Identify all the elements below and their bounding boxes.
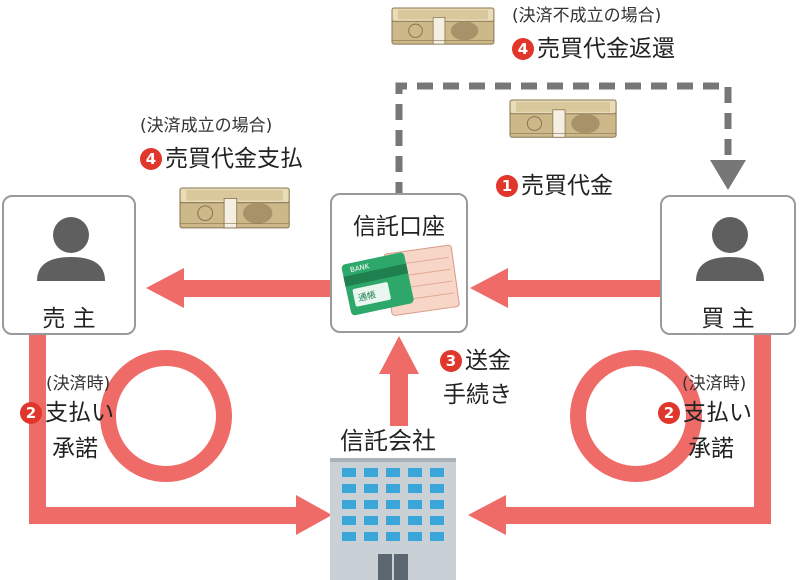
money-stack-icon: [391, 7, 495, 45]
step3-text-1: 送金: [465, 348, 511, 374]
step-number-badge: 3: [440, 350, 462, 372]
step4-fail-note: (決済不成立の場合): [512, 6, 662, 26]
refund-dashed-line: [395, 82, 732, 198]
building-window: [430, 468, 444, 477]
building-window: [430, 484, 444, 493]
buyer-box: 買 主: [660, 195, 796, 335]
approval-ring-left: [100, 350, 232, 482]
building-window: [364, 516, 378, 525]
building-window: [430, 532, 444, 541]
step2-left-text-1: 支払い: [45, 400, 114, 426]
building-window: [342, 468, 356, 477]
step2-left-line2: 承諾: [52, 436, 98, 462]
trust-account-label: 信託口座: [353, 214, 445, 240]
building-window: [408, 500, 422, 509]
step-number-badge: 4: [512, 38, 534, 60]
building-window: [364, 484, 378, 493]
step1-text: 売買代金: [521, 173, 613, 199]
building-window: [342, 484, 356, 493]
building-window: [386, 516, 400, 525]
building-window: [386, 500, 400, 509]
step4-success-text: 売買代金支払: [165, 146, 303, 172]
building-window: [386, 468, 400, 477]
person-icon: [37, 217, 105, 281]
card-passbook-text: 通帳: [357, 289, 377, 304]
step2-right-text-1: 支払い: [683, 400, 752, 426]
trust-account-box: 信託口座 BANK 通帳: [330, 193, 468, 333]
trust-company-label: 信託会社: [340, 427, 436, 455]
step2-right-note: (決済時): [682, 374, 747, 394]
refund-arrowhead: [710, 160, 746, 190]
card-bank-text: BANK: [349, 262, 370, 274]
step3-label-line2: 手続き: [443, 382, 512, 408]
approval-ring-right: [570, 350, 702, 482]
building-window: [342, 516, 356, 525]
flow-arrows: [29, 268, 771, 535]
building-window: [408, 484, 422, 493]
buyer-label: 買 主: [701, 306, 755, 332]
building-window: [408, 532, 422, 541]
building-window: [342, 500, 356, 509]
building-window: [364, 468, 378, 477]
bankbook-icon: BANK 通帳: [341, 244, 460, 316]
building-window: [408, 468, 422, 477]
step2-left-note: (決済時): [46, 374, 111, 394]
money-stack-icon: [179, 187, 290, 229]
step-number-badge: 4: [140, 148, 162, 170]
building-window: [430, 516, 444, 525]
building-window: [386, 532, 400, 541]
seller-box: 売 主: [2, 195, 136, 335]
seller-label: 売 主: [42, 306, 96, 332]
step4-fail-text: 売買代金返還: [537, 36, 675, 62]
building-window: [408, 516, 422, 525]
building-window: [430, 500, 444, 509]
step2-right-line2: 承諾: [688, 436, 734, 462]
building-window: [386, 484, 400, 493]
money-stack-icon: [509, 99, 617, 138]
building-window: [342, 532, 356, 541]
building-windows: [342, 468, 444, 541]
building-window: [364, 532, 378, 541]
step-number-badge: 1: [496, 175, 518, 197]
step-number-badge: 2: [20, 402, 42, 424]
step-number-badge: 2: [658, 402, 680, 424]
building-window: [364, 500, 378, 509]
step4-success-note: (決済成立の場合): [140, 116, 273, 136]
person-icon: [696, 217, 764, 281]
